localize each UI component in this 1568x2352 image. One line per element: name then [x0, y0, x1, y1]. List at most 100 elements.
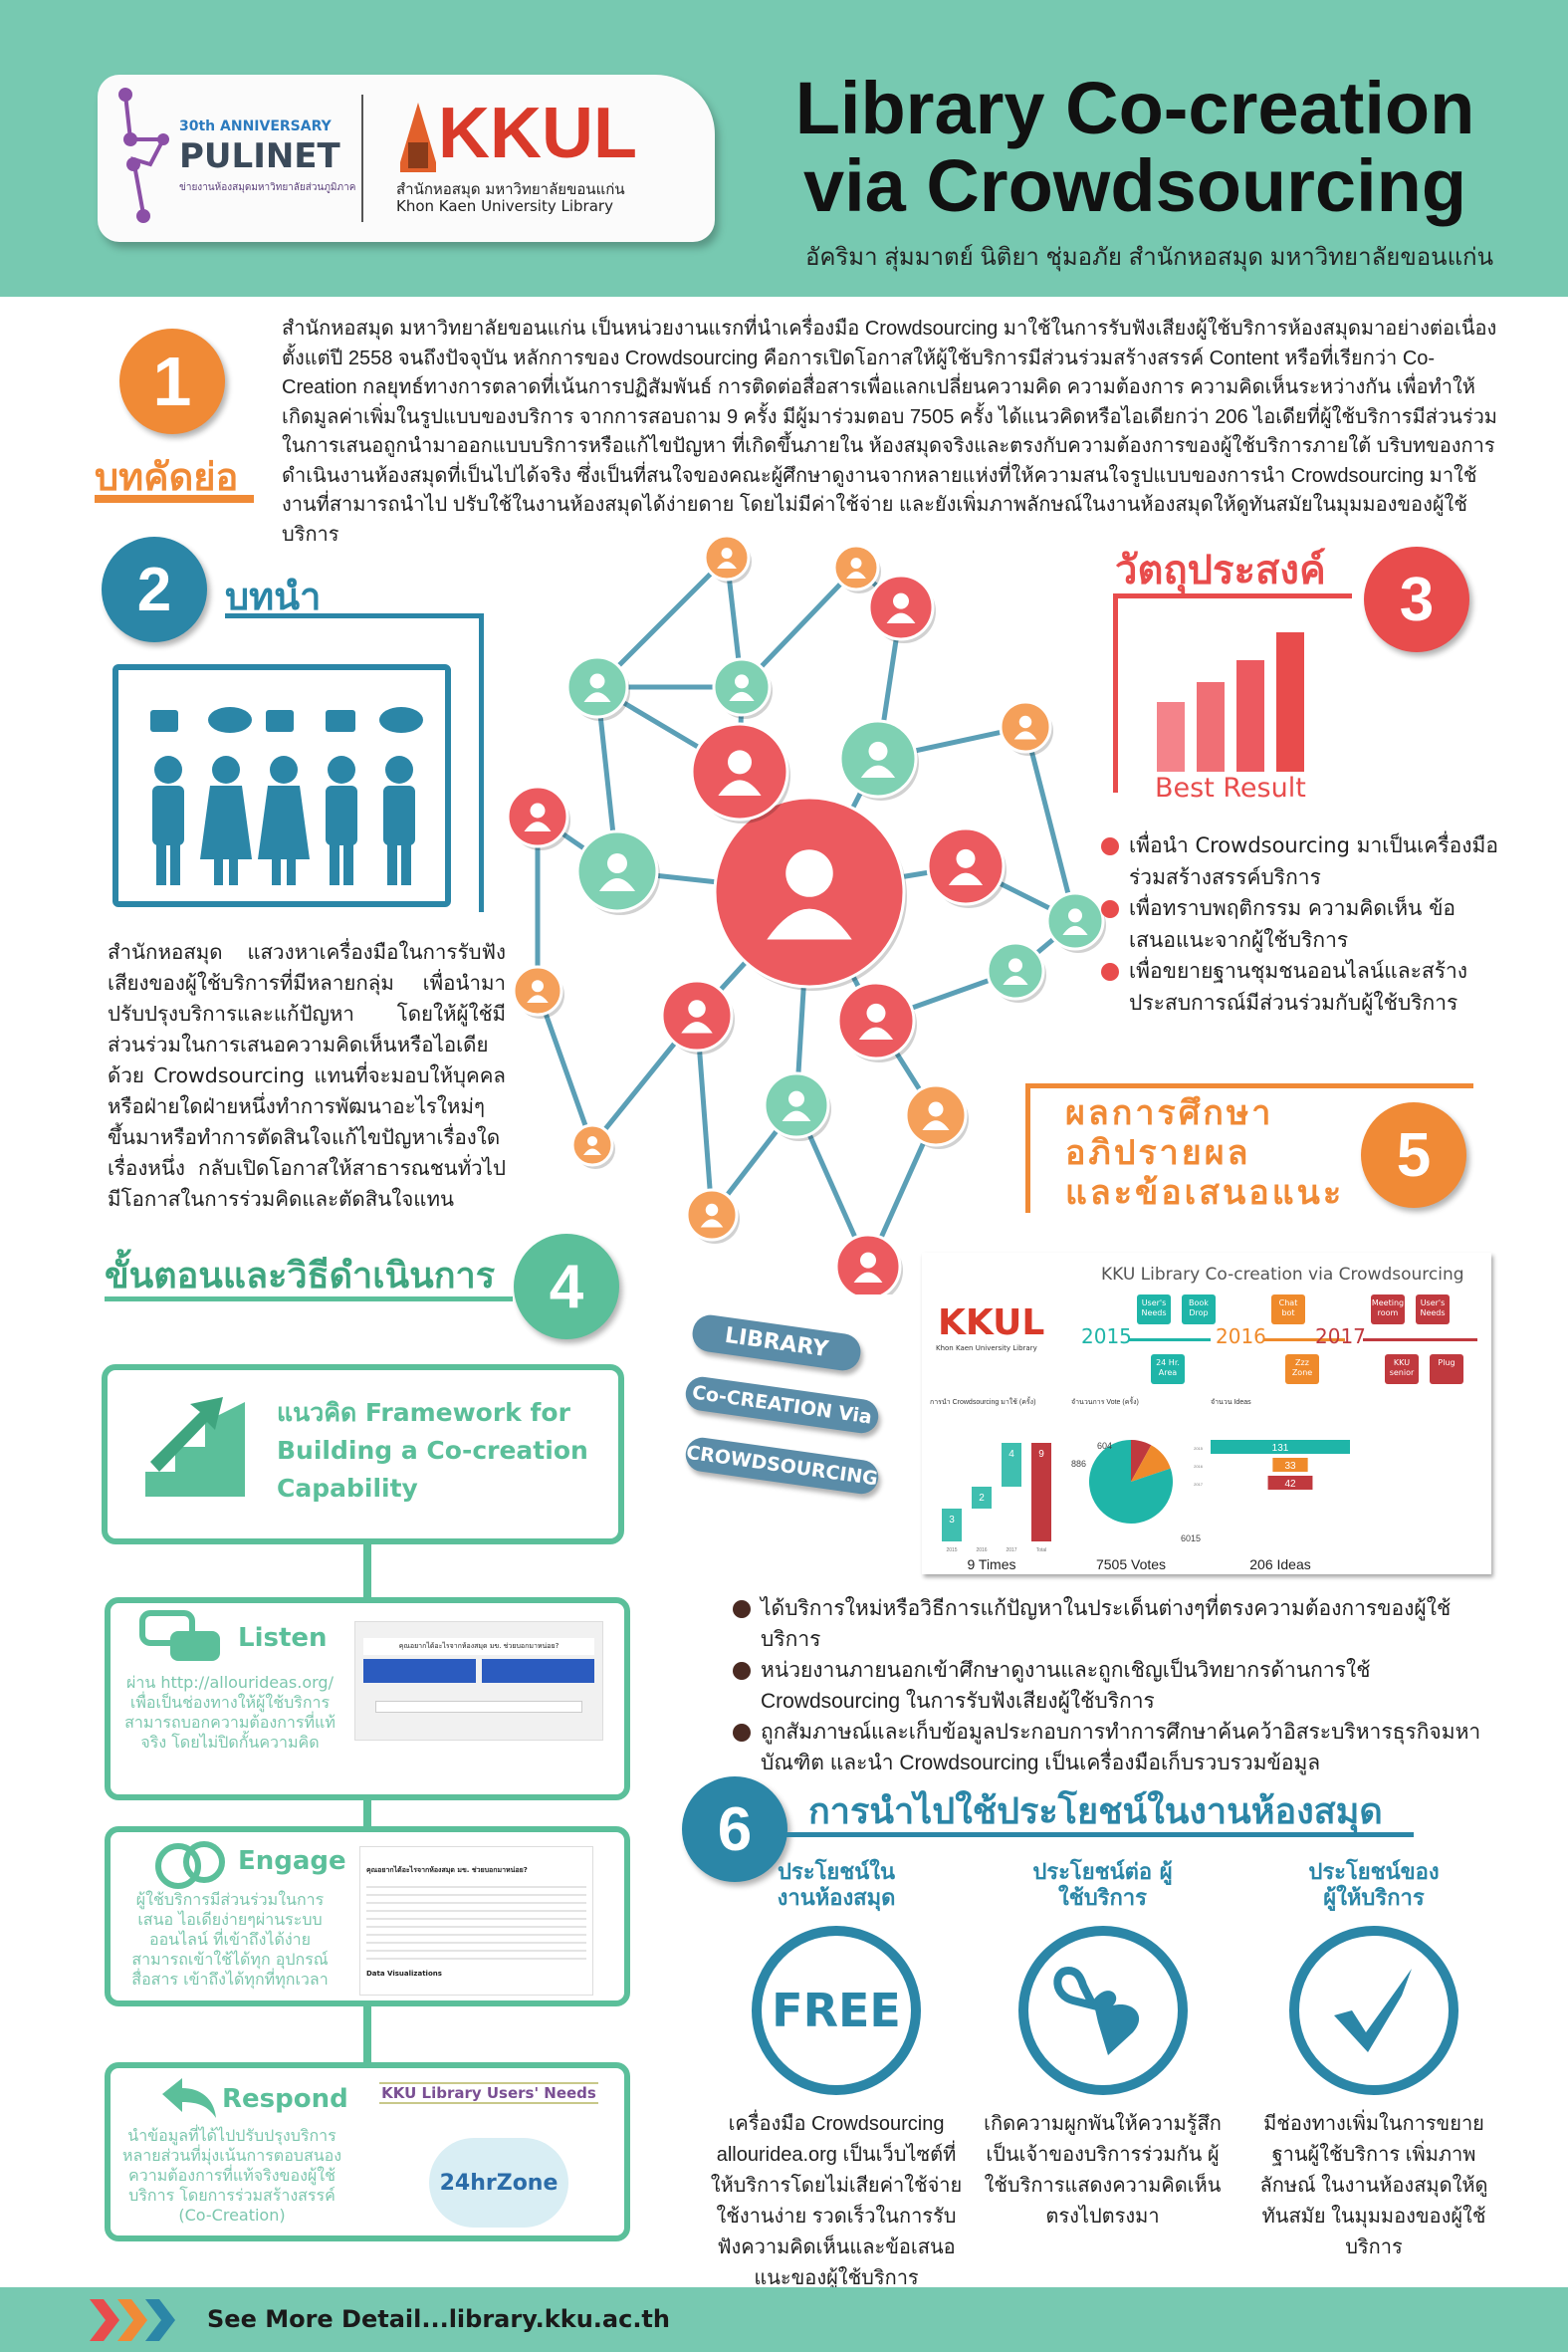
user-icon-head	[788, 1090, 804, 1107]
bar-value-label: 9	[1038, 1449, 1044, 1460]
user-icon-head	[785, 849, 833, 897]
linked-rings-icon	[155, 1841, 225, 1889]
bar-value-label: 2	[979, 1493, 985, 1504]
pulinet-network-icon	[118, 88, 169, 223]
user-icon-body	[527, 995, 549, 1003]
x-tick-label: 2016	[976, 1547, 987, 1553]
user-icon-head	[607, 853, 627, 873]
abstract-text: สำนักหอสมุด มหาวิทยาลัยขอนแก่น เป็นหน่วย…	[282, 318, 1497, 546]
bullet-dot	[1101, 963, 1119, 981]
benefit-users: ประโยชน์ต่อ ผู้ใช้บริการ เกิดความผูกพันใ…	[976, 1860, 1230, 2233]
step-text: ผู้ใช้บริการมีส่วนร่วมในการเสนอ ไอเดียง่…	[131, 1890, 329, 1989]
growth-stairs-icon	[145, 1397, 245, 1497]
logo-card: 30th ANNIVERSARY PULINET ข่ายงานห้องสมุด…	[98, 75, 715, 242]
bar-value-label: 3	[949, 1515, 955, 1526]
section-5-title-line: อภิปรายผล	[1065, 1133, 1251, 1173]
framework-box: แนวคิด Framework for Building a Co-creat…	[102, 1364, 624, 1544]
bar-value-label: 42	[1284, 1479, 1296, 1490]
chart-caption: 7505 Votes	[1096, 1556, 1166, 1572]
pie-slice	[1089, 1440, 1173, 1524]
user-icon-body	[717, 561, 737, 569]
user-icon-body	[583, 1148, 601, 1155]
title-line-1: Library Co-creation	[794, 67, 1475, 149]
pulinet-name: PULINET	[179, 136, 340, 176]
result-item: ถูกสัมภาษณ์และเก็บข้อมูลประกอบการทำการศึ…	[733, 1717, 1489, 1778]
waterfall-bar	[972, 1487, 992, 1509]
kkul-temple-icon	[400, 103, 436, 172]
benefit-head: ประโยชน์ของ ผู้ให้บริการ	[1308, 1860, 1440, 1911]
kkul-thai: สำนักหอสมุด มหาวิทยาลัยขอนแก่น	[396, 180, 625, 198]
idea-bar	[1267, 1476, 1313, 1490]
user-icon-body	[886, 612, 916, 623]
section-1-title: บทคัดย่อ	[95, 455, 239, 499]
idea-bar	[1272, 1458, 1308, 1472]
network-link	[535, 990, 595, 1146]
chart-title: จำนวน Ideas	[1211, 1398, 1251, 1406]
user-icon-head	[1068, 908, 1082, 923]
pie-label: 6015	[1181, 1533, 1201, 1543]
kkul-english: Khon Kaen University Library	[396, 197, 613, 215]
user-icon-head	[866, 1003, 886, 1023]
pie-label: 886	[1071, 1459, 1086, 1469]
objective-item: เพื่อขยายฐานชุมชนออนไลน์และสร้างประสบการ…	[1101, 956, 1499, 1019]
framework-text: แนวคิด Framework for Building a Co-creat…	[277, 1398, 588, 1503]
user-icon-body	[853, 1272, 883, 1283]
timeline-event: 24 Hr. Area	[1151, 1354, 1185, 1384]
timeline-event: User's Needs	[1416, 1294, 1450, 1324]
timeline-event: Plug	[1430, 1354, 1463, 1384]
user-icon-body	[583, 692, 611, 702]
user-icon-head	[728, 750, 752, 775]
section-6-title: การนำไปใช้ประโยชน์ในงานห้องสมุด	[808, 1791, 1383, 1832]
timeline-event: User's Needs	[1137, 1294, 1171, 1324]
kkul-name: KKUL	[438, 94, 637, 173]
listen-screenshot: คุณอยากได้อะไรจากห้องสมุด มข. ช่วยบอกมาห…	[354, 1621, 603, 1741]
respond-shot-title: KKU Library Users' Needs	[379, 2082, 598, 2104]
section-2-number: 2	[102, 537, 207, 642]
footer-band: See More Detail...library.kku.ac.th	[0, 2287, 1568, 2352]
result-item: ได้บริการใหม่หรือวิธีการแก้ปัญหาในประเด็…	[733, 1593, 1489, 1655]
section-1-number: 1	[119, 329, 225, 434]
step-engage: Engage ผู้ใช้บริการมีส่วนร่วมในการเสนอ ไ…	[105, 1826, 630, 2006]
pulinet-anniversary: 30th ANNIVERSARY	[179, 118, 332, 134]
timeline-event: Meeting room	[1371, 1294, 1405, 1324]
benefit-text: มีช่องทางเพิ่มในการขยาย ฐานผู้ใช้บริการ …	[1259, 2113, 1488, 2258]
pie-slice	[1131, 1440, 1152, 1482]
bullet-dot	[733, 1724, 751, 1742]
step-title: Listen	[238, 1623, 328, 1653]
authors: อัคริมา สุ่มมาตย์ นิติยา ชุ่มอภัย สำนักห…	[804, 244, 1493, 271]
section-2-title: บทนำ	[225, 575, 322, 618]
engage-screenshot: คุณอยากได้อะไรจากห้องสมุด มข. ช่วยบอกมาห…	[359, 1846, 593, 1996]
section-5-title-line: และข้อเสนอแนะ	[1065, 1173, 1345, 1213]
result-text: ได้บริการใหม่หรือวิธีการแก้ปัญหาในประเด็…	[761, 1597, 1452, 1651]
step-text: ผ่าน http://allourideas.org/ เพื่อเป็นช่…	[124, 1673, 336, 1752]
footer-link[interactable]: See More Detail...library.kku.ac.th	[207, 2305, 670, 2333]
benefit-head: ประโยชน์ใน งานห้องสมุด	[777, 1860, 896, 1911]
results-panel: KKU Library Co-creation via Crowdsourcin…	[922, 1253, 1491, 1574]
screenshot-question: คุณอยากได้อะไรจากห้องสมุด มข. ช่วยบอกมาห…	[366, 1866, 528, 1874]
speech-bubbles-icon	[139, 1610, 220, 1661]
step-respond: Respond นำข้อมูลที่ได้ไปปรับปรุงบริการ ห…	[105, 2062, 630, 2241]
pulinet-subtitle: ข่ายงานห้องสมุดมหาวิทยาลัยส่วนภูมิภาค	[179, 182, 356, 193]
user-icon-head	[688, 1000, 706, 1018]
screenshot-question: คุณอยากได้อะไรจากห้องสมุด มข. ช่วยบอกมาห…	[363, 1638, 594, 1655]
waterfall-bar	[1031, 1443, 1051, 1541]
logo-divider	[361, 95, 363, 222]
step-listen: Listen ผ่าน http://allourideas.org/ เพื่…	[105, 1597, 630, 1800]
chevrons-icon	[90, 2299, 175, 2341]
section-4-number: 4	[514, 1234, 619, 1339]
objective-text: เพื่อขยายฐานชุมชนออนไลน์และสร้างประสบการ…	[1129, 959, 1468, 1015]
results-kkul-logo: KKUL	[938, 1302, 1045, 1343]
user-icon-body	[922, 1120, 950, 1130]
result-text: ถูกสัมภาษณ์และเก็บข้อมูลประกอบการทำการศึ…	[761, 1721, 1481, 1774]
timeline-line	[1363, 1338, 1477, 1341]
section-5-rule-vertical	[1025, 1083, 1030, 1213]
section-2-rule-vertical	[479, 613, 484, 912]
bullet-dot	[1101, 900, 1119, 918]
chart-title: จำนวนการ Vote (ครั้ง)	[1071, 1395, 1139, 1406]
benefit-text: เกิดความผูกพันให้ความรู้สึกเป็นเจ้าของบร…	[984, 2113, 1222, 2228]
reply-arrow-icon	[162, 2078, 216, 2118]
step-text: นำข้อมูลที่ได้ไปปรับปรุงบริการ หลายส่วนท…	[121, 2126, 342, 2225]
user-icon-body	[767, 908, 852, 940]
objective-item: เพื่อนำ Crowdsourcing มาเป็นเครื่องมือร่…	[1101, 830, 1499, 893]
